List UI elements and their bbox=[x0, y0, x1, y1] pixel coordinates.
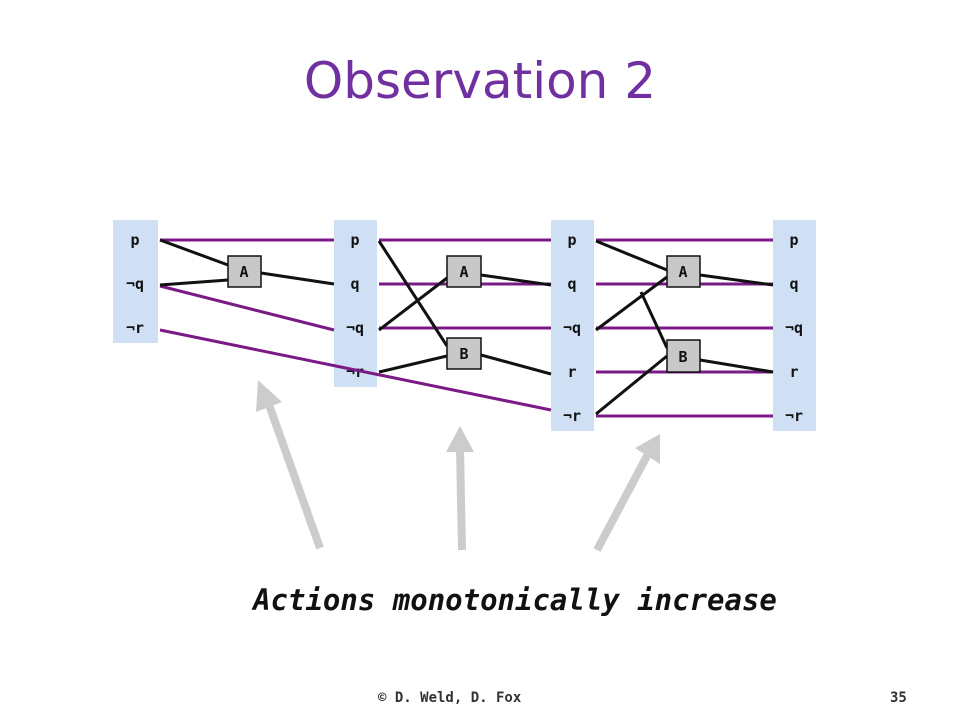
proposition-label: ¬r bbox=[126, 319, 144, 337]
proposition-label: r bbox=[789, 363, 798, 381]
precondition-edge bbox=[159, 278, 229, 287]
arrow-head-icon bbox=[635, 434, 660, 464]
action-box-a bbox=[666, 255, 701, 288]
action-box-b bbox=[446, 337, 482, 370]
action-label: A bbox=[678, 263, 687, 281]
precondition-edge bbox=[595, 275, 668, 332]
effect-edge bbox=[260, 271, 335, 286]
proposition-label: ¬q bbox=[346, 319, 364, 337]
arrow-head-icon bbox=[446, 426, 474, 452]
effect-edge bbox=[480, 353, 552, 376]
proposition-label: q bbox=[789, 275, 798, 293]
diagram-caption: Actions monotonically increase bbox=[253, 583, 777, 617]
proposition-label: ¬r bbox=[563, 407, 581, 425]
action-edges bbox=[159, 238, 774, 416]
footer-copyright: © D. Weld, D. Fox bbox=[378, 690, 522, 706]
action-box-a bbox=[446, 255, 482, 288]
slide-title: Observation 2 bbox=[303, 52, 657, 110]
slide-number: 35 bbox=[890, 690, 907, 706]
proposition-label: ¬q bbox=[785, 319, 803, 337]
arrow-icon bbox=[264, 400, 324, 550]
proposition-label: p bbox=[350, 231, 359, 249]
proposition-level-0 bbox=[113, 220, 158, 343]
proposition-level-2 bbox=[551, 220, 594, 431]
arrow-head-icon bbox=[256, 380, 282, 412]
noop-line bbox=[159, 328, 552, 412]
noop-line bbox=[159, 284, 335, 332]
precondition-edge bbox=[159, 238, 229, 267]
proposition-label: ¬q bbox=[126, 275, 144, 293]
proposition-label: p bbox=[789, 231, 798, 249]
proposition-label: r bbox=[567, 363, 576, 381]
proposition-label: ¬q bbox=[563, 319, 581, 337]
action-label: A bbox=[459, 263, 468, 281]
action-box-b bbox=[666, 339, 701, 373]
proposition-label: p bbox=[130, 231, 139, 249]
precondition-edge bbox=[595, 354, 668, 416]
action-box-a bbox=[227, 255, 262, 288]
action-label: A bbox=[239, 263, 248, 281]
pointer-arrows bbox=[256, 380, 660, 552]
proposition-label: ¬r bbox=[785, 407, 803, 425]
effect-edge bbox=[699, 358, 774, 374]
precondition-edge bbox=[595, 239, 668, 272]
effect-edge bbox=[480, 273, 552, 287]
precondition-edge bbox=[639, 291, 669, 349]
precondition-edge bbox=[378, 354, 448, 374]
precondition-edge bbox=[377, 240, 449, 347]
proposition-label: p bbox=[567, 231, 576, 249]
precondition-edge bbox=[378, 276, 448, 332]
action-label: B bbox=[459, 345, 468, 363]
proposition-level-3 bbox=[773, 220, 816, 431]
arrow-icon bbox=[456, 447, 466, 551]
arrow-icon bbox=[593, 452, 652, 552]
action-label: B bbox=[678, 348, 687, 366]
proposition-label: q bbox=[350, 275, 359, 293]
proposition-level-1 bbox=[334, 220, 377, 387]
effect-edge bbox=[699, 273, 774, 287]
proposition-label: q bbox=[567, 275, 576, 293]
